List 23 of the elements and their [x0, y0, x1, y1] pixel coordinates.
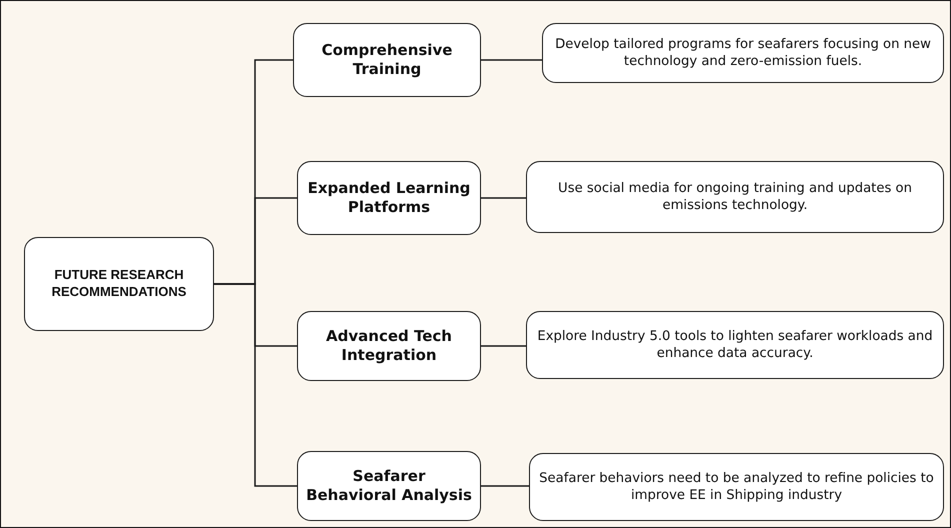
heading-text: Comprehensive Training	[320, 40, 454, 80]
description-text: Seafarer behaviors need to be analyzed to refine policies to improve EE in Shipping industry	[538, 470, 935, 504]
topic-box	[293, 23, 481, 97]
heading-text: Seafarer Behavioral Analysis	[306, 466, 472, 506]
root-box	[24, 237, 214, 331]
topic-box	[297, 451, 481, 521]
description-box	[542, 23, 944, 83]
heading-text: Advanced Tech Integration	[325, 326, 453, 366]
description-text: Use social media for ongoing training and updates on emissions technology.	[557, 180, 913, 214]
description-box	[526, 161, 944, 233]
heading-text: Expanded Learning Platforms	[306, 178, 472, 218]
connector-line	[481, 345, 526, 347]
topic-box	[297, 311, 481, 381]
connector-line	[481, 59, 542, 61]
heading-text: FUTURE RESEARCH RECOMMENDATIONS	[50, 267, 188, 301]
description-box	[526, 311, 944, 379]
connector-line	[481, 485, 529, 487]
connector-line	[214, 283, 297, 487]
description-text: Develop tailored programs for seafarers focusing on new technology and zero-emission fuels.	[554, 36, 932, 70]
description-text: Explore Industry 5.0 tools to lighten seafarer workloads and enhance data accuracy.	[536, 328, 934, 362]
connector-line	[481, 197, 526, 199]
topic-box	[297, 161, 481, 235]
description-box	[529, 453, 944, 521]
